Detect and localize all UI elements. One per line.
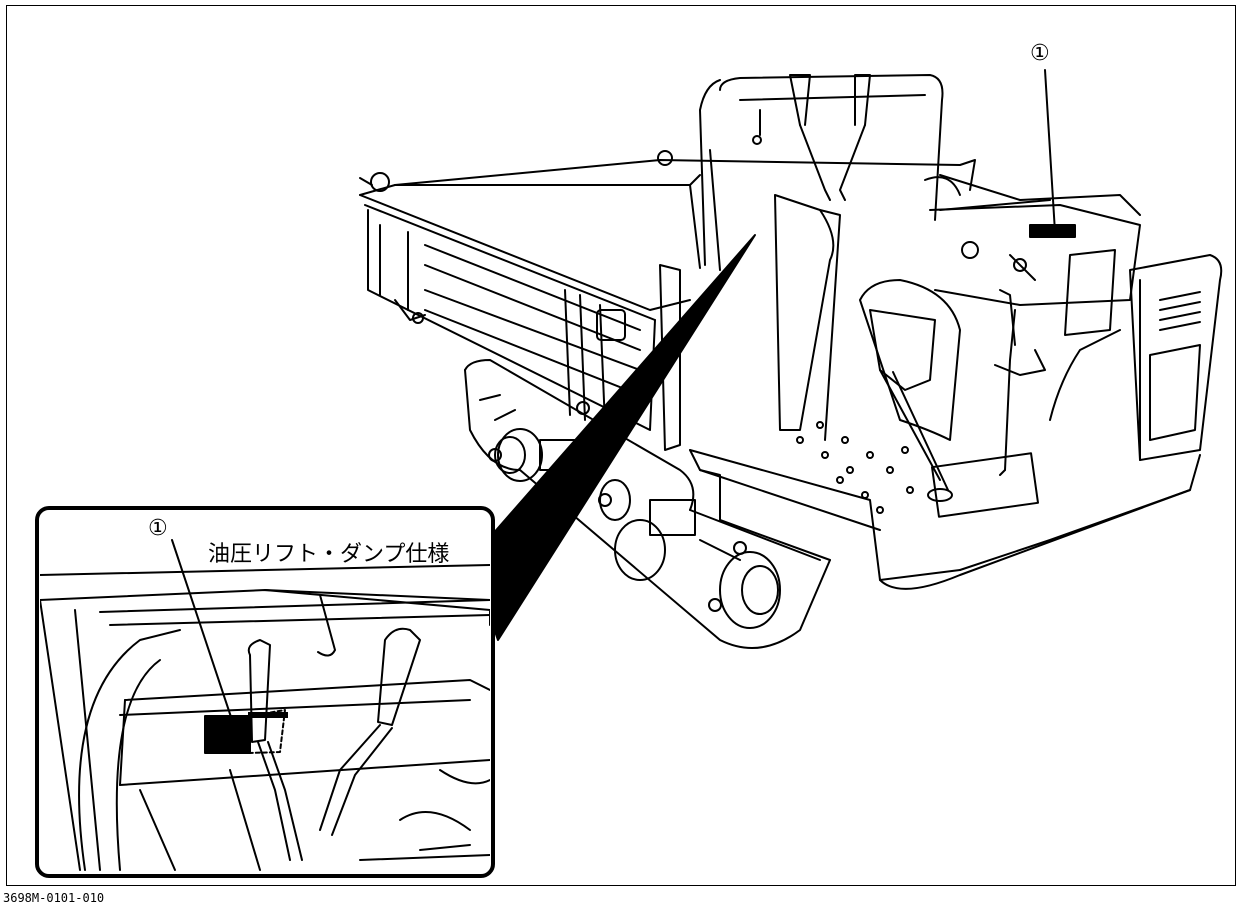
control-tower: [699, 74, 1141, 502]
crawler-track: [464, 359, 831, 649]
figure-frame: [6, 5, 1236, 886]
main-leader-line: [1044, 69, 1056, 233]
cargo-bed: [359, 150, 976, 451]
callout-marker-inset: ①: [148, 516, 168, 541]
inset-detail: [35, 506, 495, 878]
callout-marker-main: ①: [1030, 41, 1050, 66]
operator-platform: [689, 421, 1201, 590]
engine-cover: [1129, 254, 1223, 461]
inset-caption: 油圧リフト・ダンプ仕様: [208, 542, 450, 567]
figure-code: 3698M-0101-010: [3, 891, 105, 905]
